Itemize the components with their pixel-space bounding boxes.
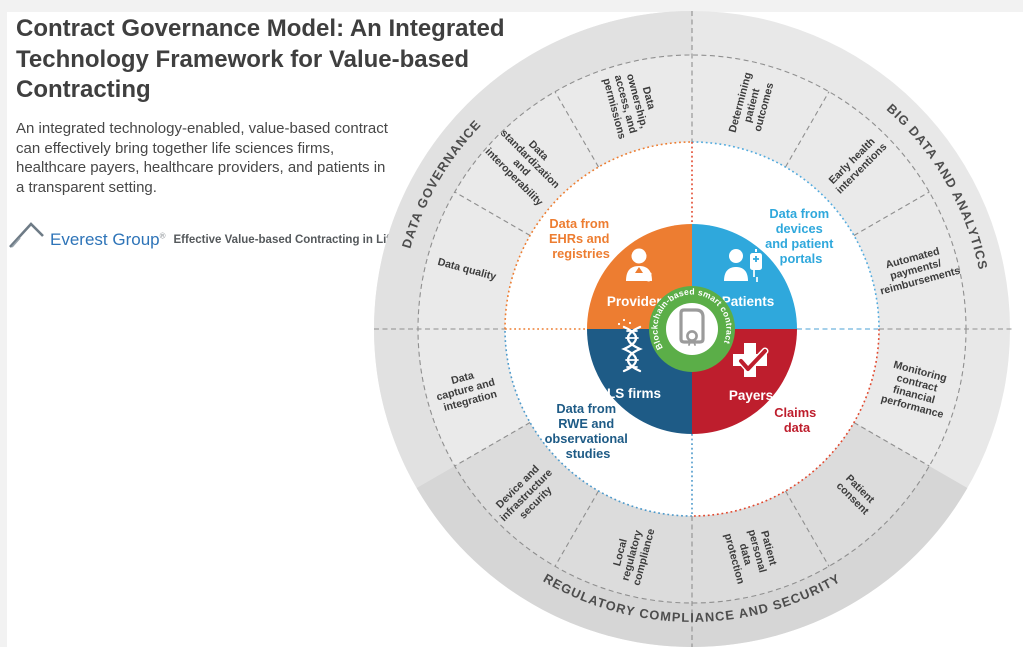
data-label-rwe: Data from RWE and observational studies	[545, 401, 632, 461]
brand-name: Everest Group®	[50, 230, 166, 249]
everest-group-logo: Everest Group® Effective Value-based Con…	[9, 219, 450, 249]
logo-tagline: Effective Value-based Contracting in Lif…	[173, 234, 450, 246]
mountain-icon	[9, 222, 44, 248]
segment-local-regulatory-compliance: Local regulatory compliance	[608, 521, 658, 587]
top-edge-strip	[0, 0, 1023, 12]
doctor-icon	[626, 248, 652, 282]
segment-dividers	[454, 91, 930, 567]
label-patients: Patients	[722, 294, 775, 309]
patient-iv-icon	[724, 249, 762, 282]
medical-cross-check-icon	[733, 343, 769, 377]
blockchain-hub: Blockchain-based smart contract	[649, 286, 735, 372]
axis-crosshair	[374, 11, 1012, 647]
data-label-devices: Data from devices and patient portals	[765, 206, 837, 266]
page-description: An integrated technology-enabled, value-…	[16, 120, 388, 196]
dna-icon	[617, 318, 643, 373]
data-label-ehrs: Data from EHRs and registries	[549, 216, 613, 261]
data-label-claims: Claims data	[774, 405, 820, 435]
label-providers: Providers	[607, 294, 669, 309]
label-payers: Payers	[729, 388, 773, 403]
label-ls-firms: LS firms	[607, 386, 661, 401]
svg-text:Local regulatory: Local regulatory compliance	[608, 521, 658, 587]
registered-mark: ®	[159, 231, 166, 241]
left-edge-strip	[0, 0, 7, 647]
dotted-inner-circle	[504, 141, 880, 517]
smart-contract-document-icon	[679, 308, 705, 346]
page-title: Contract Governance Model: An Integrated…	[16, 15, 505, 104]
